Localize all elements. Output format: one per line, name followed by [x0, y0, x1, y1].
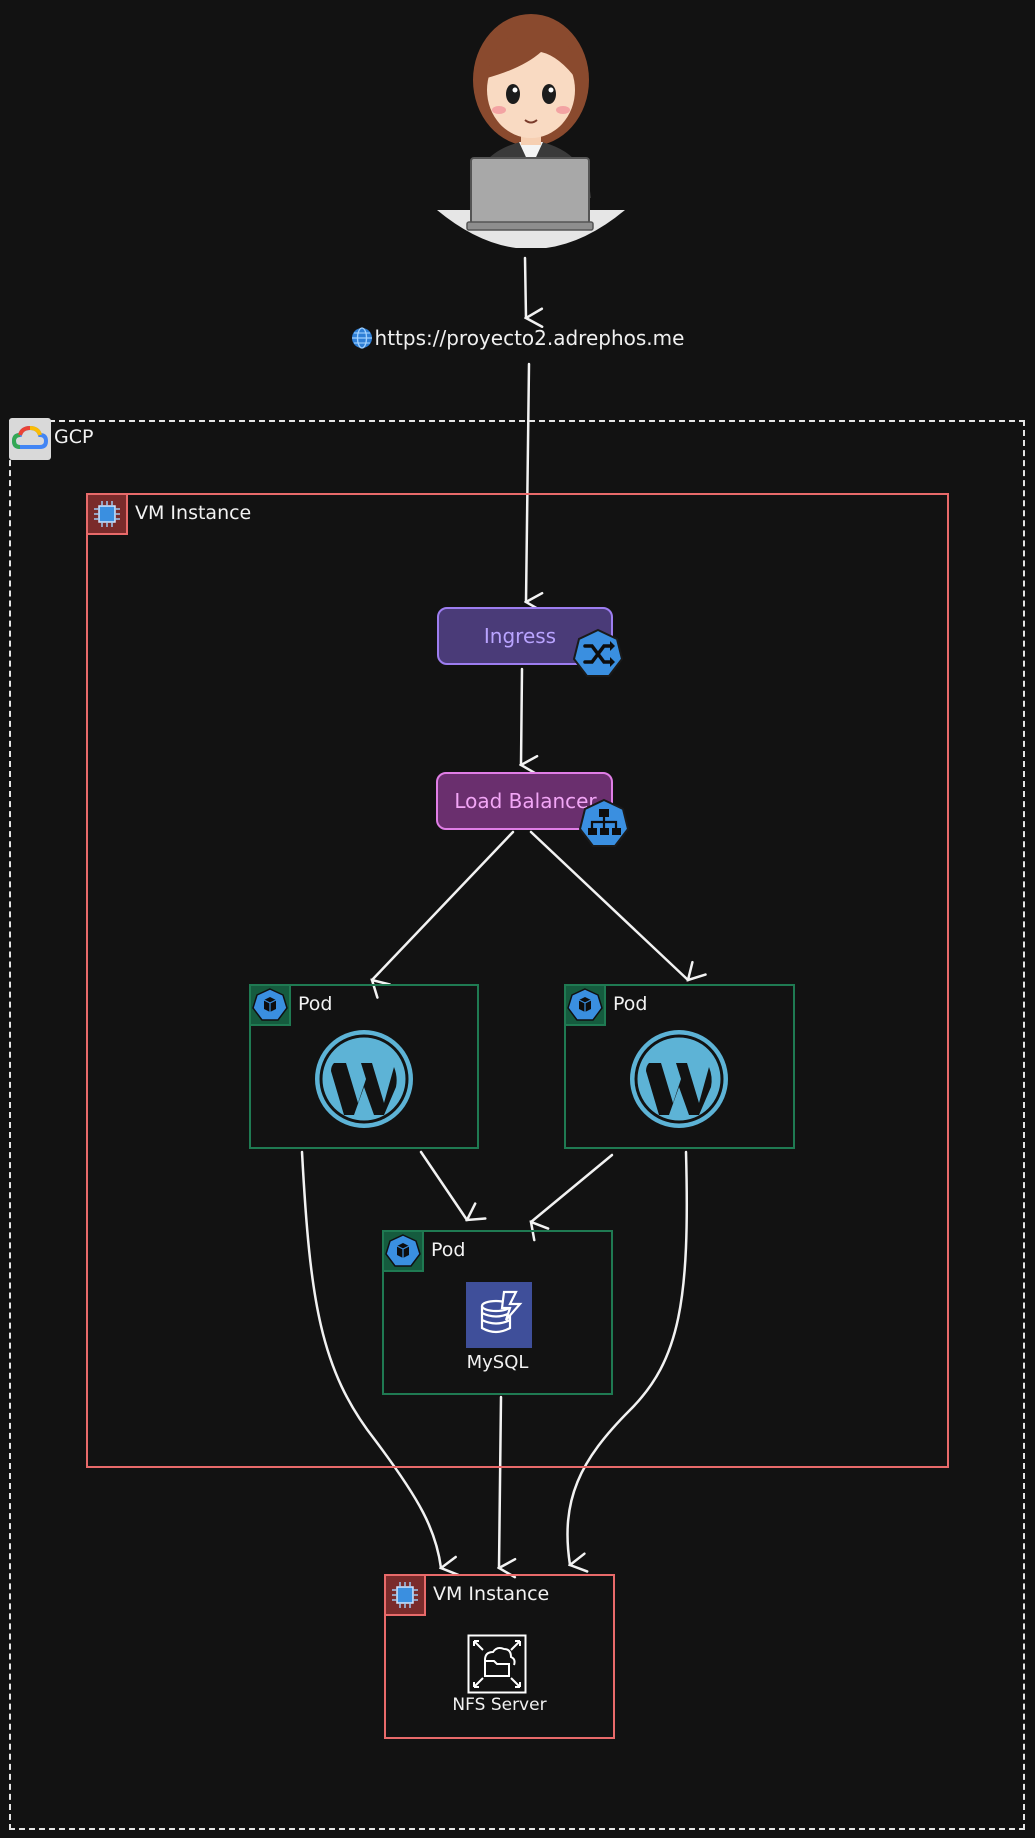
pod-left-label: Pod: [298, 993, 333, 1015]
vm-instance-nfs-label: VM Instance: [433, 1583, 550, 1605]
pod-mysql-label: Pod: [431, 1239, 466, 1261]
arrow-pod-right-to-nfs: [566, 1150, 689, 1565]
arrow-user-to-url: [523, 256, 526, 318]
site-url[interactable]: https://proyecto2.adrephos.me: [0, 326, 1035, 350]
nfs-server-caption: NFS Server: [452, 1695, 547, 1715]
google-cloud-icon: [9, 418, 51, 460]
globe-icon: [351, 327, 372, 349]
arrow-pod-right-to-mysql: [531, 1153, 614, 1222]
arrow-lb-to-pod-right: [529, 830, 688, 980]
wordpress-logo-icon: [315, 1030, 413, 1128]
pod-right-label: Pod: [613, 993, 648, 1015]
woman-with-laptop-icon: [437, 14, 625, 248]
vm-instance-main-label: VM Instance: [135, 502, 252, 524]
nfs-file-share-icon: [467, 1634, 527, 1694]
arrow-pod-left-to-nfs: [300, 1150, 441, 1568]
vm-instance-main: [86, 493, 949, 1468]
mysql-caption: MySQL: [466, 1352, 529, 1373]
arrow-ingress-to-lb: [521, 667, 522, 765]
load-balancer-label: Load Balancer: [454, 789, 597, 813]
load-balancer-hierarchy-icon: [578, 798, 630, 847]
wordpress-logo-icon: [630, 1030, 728, 1128]
vm-instance-nfs: [384, 1574, 615, 1739]
pod-wordpress-right: [564, 984, 795, 1149]
pod-icon: [382, 1230, 424, 1272]
mysql-database-icon: [466, 1282, 532, 1348]
arrow-mysql-to-nfs: [499, 1395, 501, 1568]
pod-wordpress-left: [249, 984, 479, 1149]
compute-chip-icon: [384, 1574, 426, 1616]
ingress-shuffle-icon: [572, 628, 624, 677]
gcp-boundary: [9, 420, 1025, 1830]
pod-icon: [249, 984, 291, 1026]
url-text: https://proyecto2.adrephos.me: [374, 326, 685, 350]
arrow-pod-left-to-mysql: [419, 1150, 467, 1220]
gcp-label: GCP: [54, 426, 94, 448]
pod-mysql: [382, 1230, 613, 1395]
arrow-url-to-ingress: [526, 362, 529, 602]
compute-chip-icon: [86, 493, 128, 535]
ingress-label: Ingress: [483, 624, 557, 648]
pod-icon: [564, 984, 606, 1026]
arrow-lb-to-pod-left: [372, 830, 515, 980]
